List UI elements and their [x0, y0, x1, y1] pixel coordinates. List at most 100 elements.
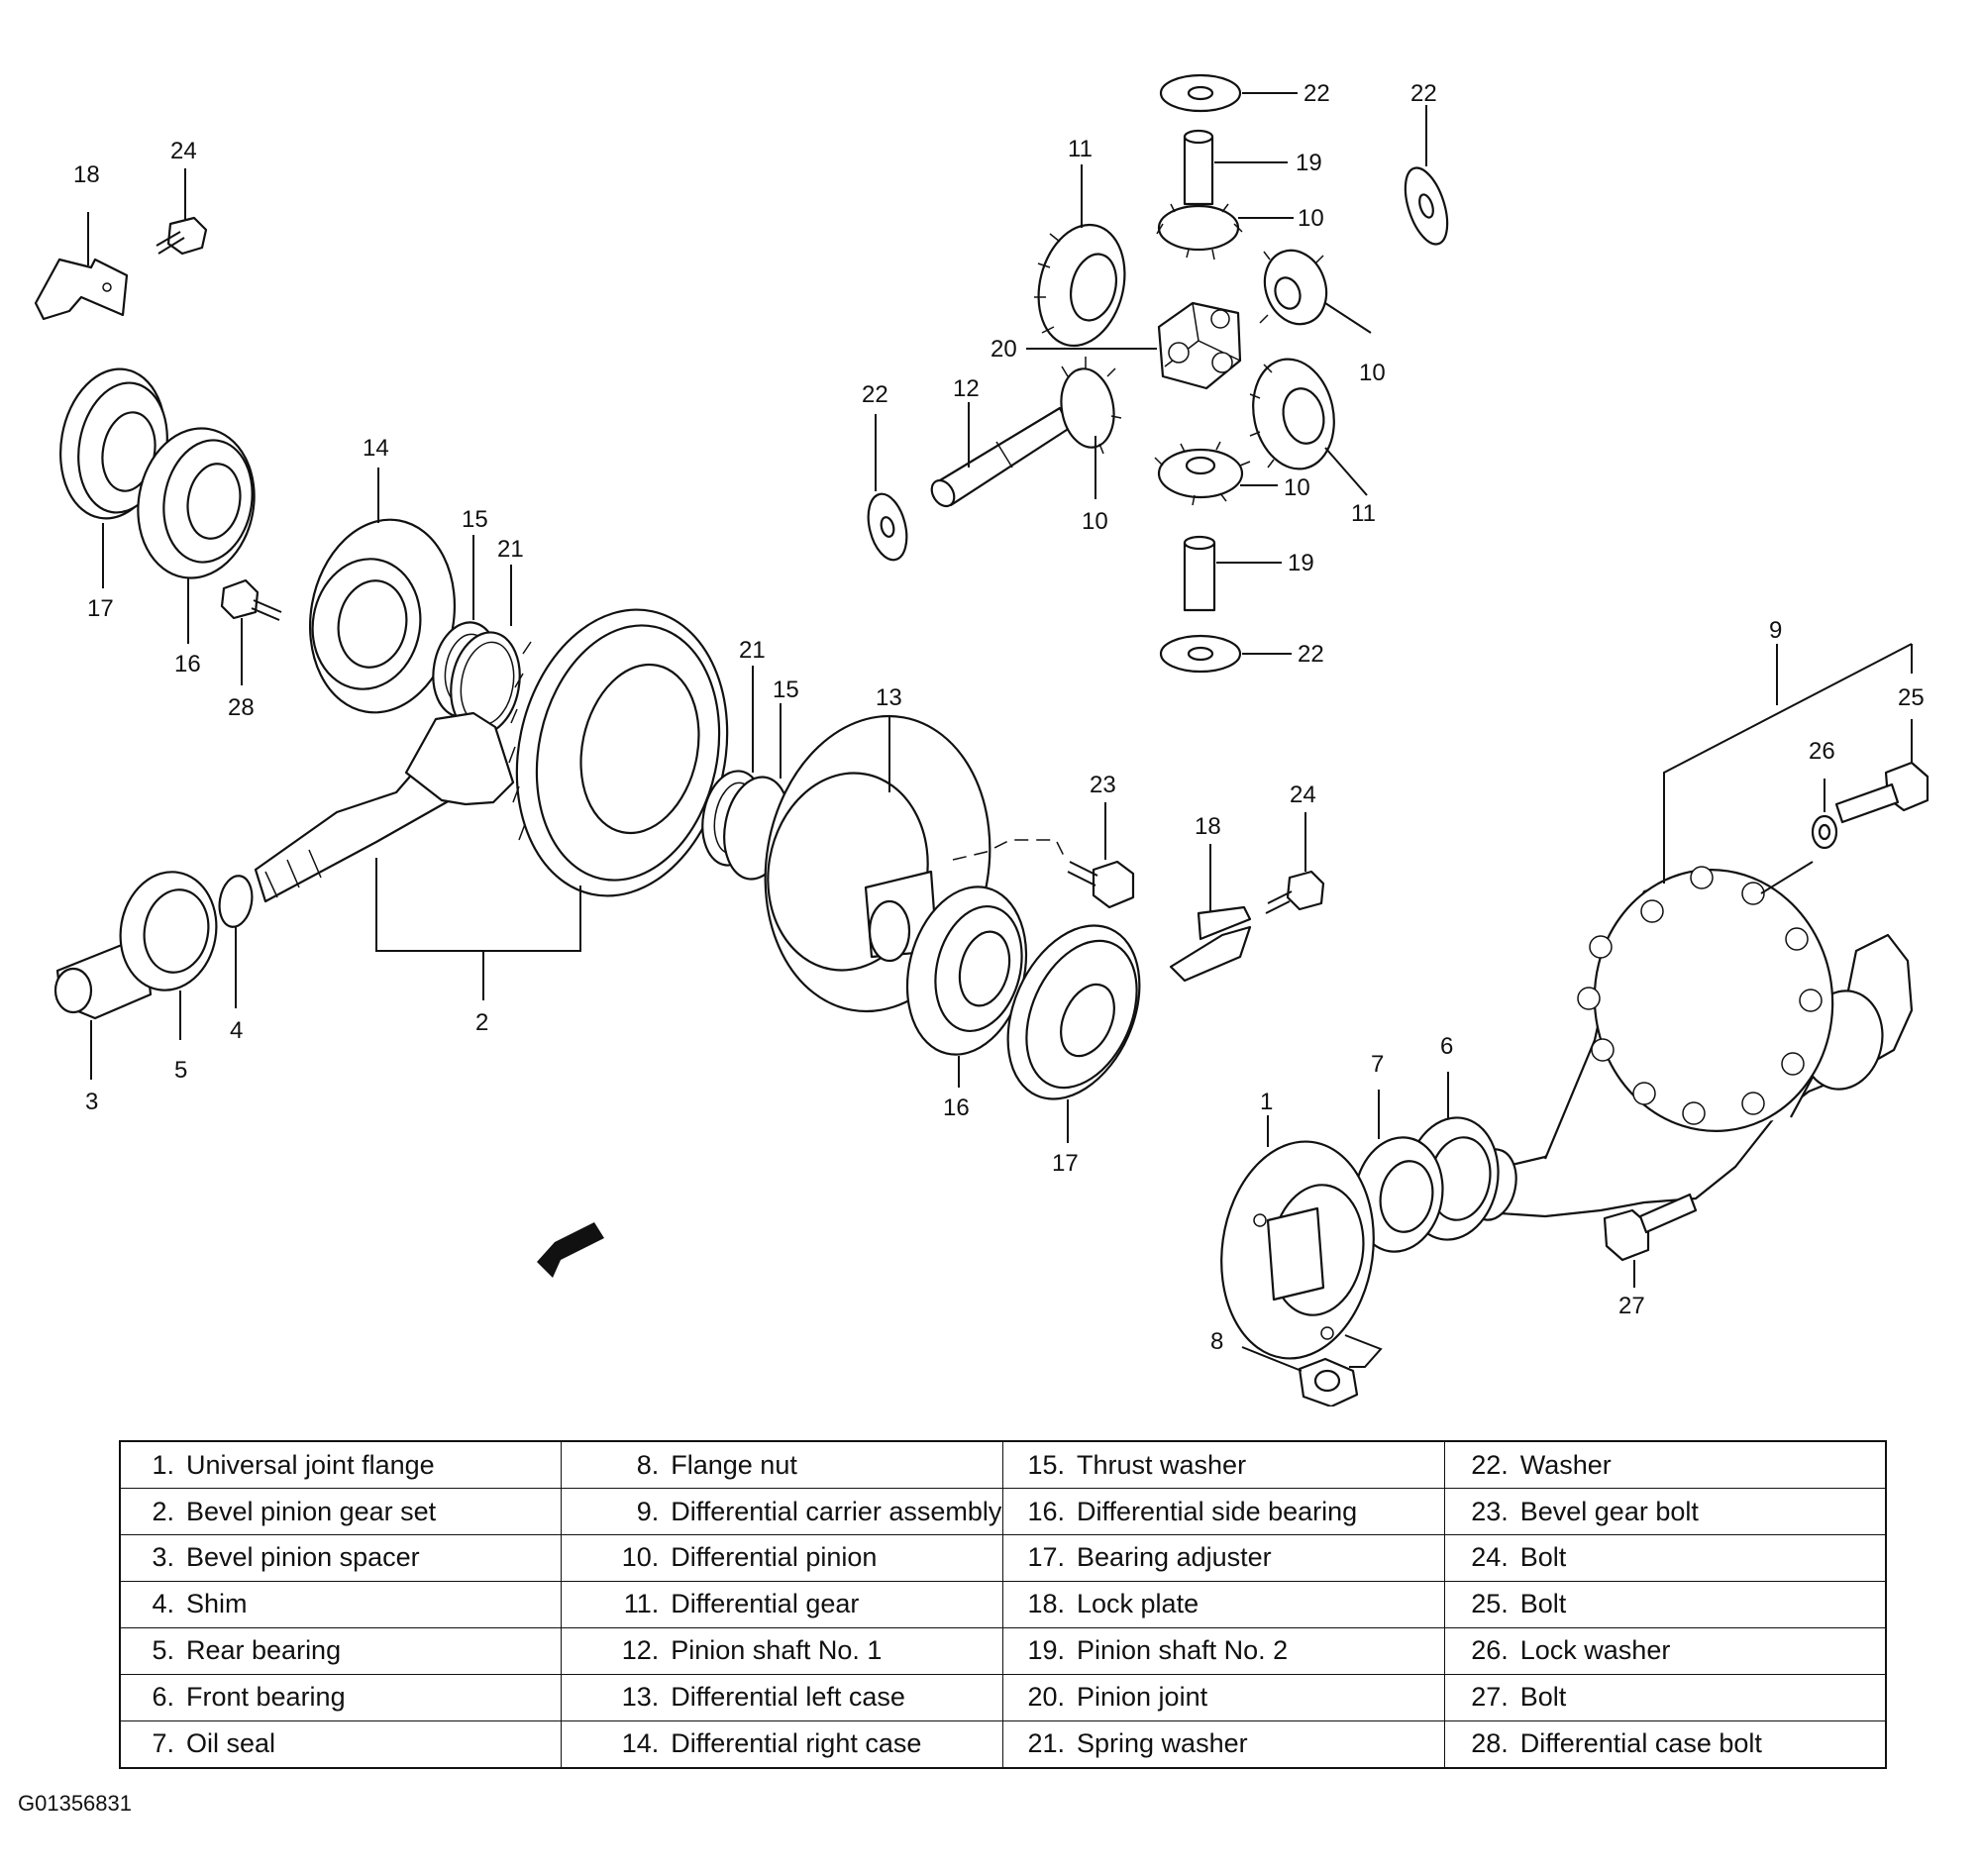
callout-17-left: 17: [87, 595, 114, 622]
legend-cell: 13.Differential left case: [561, 1673, 1003, 1721]
part-2-bevel-pinion-gear-set: [254, 608, 729, 1000]
part-1-universal-joint-flange: [1220, 1115, 1383, 1368]
legend-cell: 28.Differential case bolt: [1443, 1720, 1887, 1769]
callout-6: 6: [1440, 1033, 1453, 1060]
fwd-arrow-icon: FWD: [537, 1222, 604, 1278]
callout-8: 8: [1210, 1328, 1223, 1355]
part-12-pinion-shaft-no1: [930, 357, 1122, 508]
callout-10-shaft: 10: [1082, 508, 1108, 535]
callout-24-right: 24: [1290, 782, 1316, 808]
legend-row: 6.Front bearing 13.Differential left cas…: [119, 1673, 1887, 1721]
part-11-differential-gear-top: [1034, 164, 1126, 348]
legend-cell: 7.Oil seal: [119, 1720, 563, 1769]
callout-11-right: 11: [1351, 500, 1376, 527]
part-27-bolt: [1603, 1193, 1698, 1288]
legend-cell: 2.Bevel pinion gear set: [119, 1488, 563, 1535]
part-11-differential-gear-right: [1249, 358, 1368, 496]
part-17-bearing-adjuster-right: [1006, 924, 1141, 1143]
callout-16-left: 16: [174, 651, 201, 677]
legend-cell: 12.Pinion shaft No. 1: [561, 1626, 1003, 1675]
legend-cell: 23.Bevel gear bolt: [1443, 1488, 1887, 1535]
part-5-rear-bearing: [119, 871, 218, 1040]
legend-cell: 15.Thrust washer: [1002, 1440, 1445, 1490]
legend-cell: 16.Differential side bearing: [1002, 1488, 1445, 1535]
part-22-washer-left-center: [867, 414, 908, 562]
callout-11-top: 11: [1068, 136, 1093, 162]
callout-5: 5: [174, 1057, 187, 1084]
legend-row: 7.Oil seal 14.Differential right case 21…: [119, 1720, 1887, 1769]
callout-24-left: 24: [170, 138, 197, 164]
callout-17-right: 17: [1052, 1150, 1079, 1177]
callout-22-left: 22: [862, 381, 888, 408]
callout-12: 12: [953, 375, 980, 402]
part-20-pinion-joint: [1026, 301, 1242, 390]
callout-9: 9: [1769, 617, 1782, 644]
callout-21-left: 21: [497, 536, 524, 563]
callout-15-right: 15: [773, 677, 799, 703]
callout-10-lower: 10: [1284, 474, 1310, 501]
part-24-bolt-right: [1265, 812, 1325, 914]
part-19-pinion-shaft-lower: [1183, 535, 1282, 612]
legend-cell: 17.Bearing adjuster: [1002, 1534, 1445, 1582]
callout-3: 3: [85, 1089, 98, 1115]
legend-cell: 8.Flange nut: [561, 1440, 1003, 1490]
part-19-pinion-shaft-upper: [1183, 129, 1288, 206]
legend-cell: 10.Differential pinion: [561, 1534, 1003, 1582]
legend-cell: 26.Lock washer: [1443, 1626, 1887, 1675]
part-10-differential-pinion-right: [1259, 249, 1372, 334]
legend-row: 1.Universal joint flange 8.Flange nut 15…: [119, 1440, 1887, 1490]
part-23-bevel-gear-bolt: [952, 802, 1135, 909]
exploded-view-diagram: FWD 1 2 3 4 5 6 7 8 9 10 10 10 10 11 11 …: [34, 73, 1929, 1407]
callout-14: 14: [363, 435, 389, 462]
callout-19-bottom: 19: [1288, 550, 1314, 576]
callout-16-right: 16: [943, 1094, 970, 1121]
part-28-case-bolt: [220, 578, 282, 685]
callout-10-top: 10: [1298, 205, 1324, 232]
callout-18-left: 18: [73, 161, 100, 188]
legend-cell: 1.Universal joint flange: [119, 1440, 563, 1490]
part-14-differential-right-case: [308, 468, 457, 714]
part-22-washer-bottom-center: [1159, 634, 1292, 674]
callout-25: 25: [1898, 684, 1925, 711]
legend-cell: 3.Bevel pinion spacer: [119, 1534, 563, 1582]
callout-10-right: 10: [1359, 360, 1386, 386]
legend-cell: 25.Bolt: [1443, 1580, 1887, 1628]
part-25-bolt: [1834, 719, 1929, 824]
part-9-differential-carrier-assembly: [1466, 643, 1914, 1221]
legend-cell: 18.Lock plate: [1002, 1580, 1445, 1628]
part-8-flange-nut: [1241, 1346, 1359, 1407]
part-4-shim: [218, 875, 254, 1008]
legend-cell: 21.Spring washer: [1002, 1720, 1445, 1769]
part-26-lock-washer: [1811, 779, 1838, 850]
legend-cell: 19.Pinion shaft No. 2: [1002, 1626, 1445, 1675]
callout-21-right: 21: [739, 637, 766, 664]
callout-22-top-right: 22: [1410, 80, 1437, 107]
legend-cell: 22.Washer: [1443, 1440, 1887, 1490]
legend-cell: 4.Shim: [119, 1580, 563, 1628]
legend-cell: 6.Front bearing: [119, 1673, 563, 1721]
legend-row: 4.Shim 11.Differential gear 18.Lock plat…: [119, 1580, 1887, 1628]
part-7-oil-seal: [1353, 1090, 1444, 1253]
callout-18-right: 18: [1195, 813, 1221, 840]
figure-code: G01356831: [18, 1791, 132, 1816]
parts-legend-table: 1.Universal joint flange 8.Flange nut 15…: [119, 1440, 1887, 1769]
callout-labels: 1 2 3 4 5 6 7 8 9 10 10 10 10 11 11 12 1…: [73, 80, 1925, 1355]
callout-2: 2: [475, 1009, 488, 1036]
callout-27: 27: [1618, 1293, 1645, 1319]
legend-cell: 24.Bolt: [1443, 1534, 1887, 1582]
part-16-side-bearing-right: [905, 886, 1028, 1088]
legend-cell: 20.Pinion joint: [1002, 1673, 1445, 1721]
part-24-bolt-left: [156, 168, 208, 256]
callout-7: 7: [1371, 1051, 1384, 1078]
callout-28: 28: [228, 694, 255, 721]
callout-26: 26: [1809, 738, 1835, 765]
callout-1: 1: [1260, 1089, 1273, 1115]
callout-22-bottom: 22: [1298, 641, 1324, 668]
part-18-lock-plate-right: [1169, 844, 1252, 983]
callout-20: 20: [990, 336, 1017, 363]
callout-19-top: 19: [1296, 150, 1322, 176]
part-10-differential-pinion-lower: [1154, 441, 1278, 506]
callout-23: 23: [1090, 772, 1116, 798]
legend-cell: 9.Differential carrier assembly: [561, 1488, 1003, 1535]
part-16-side-bearing-left: [137, 427, 256, 644]
